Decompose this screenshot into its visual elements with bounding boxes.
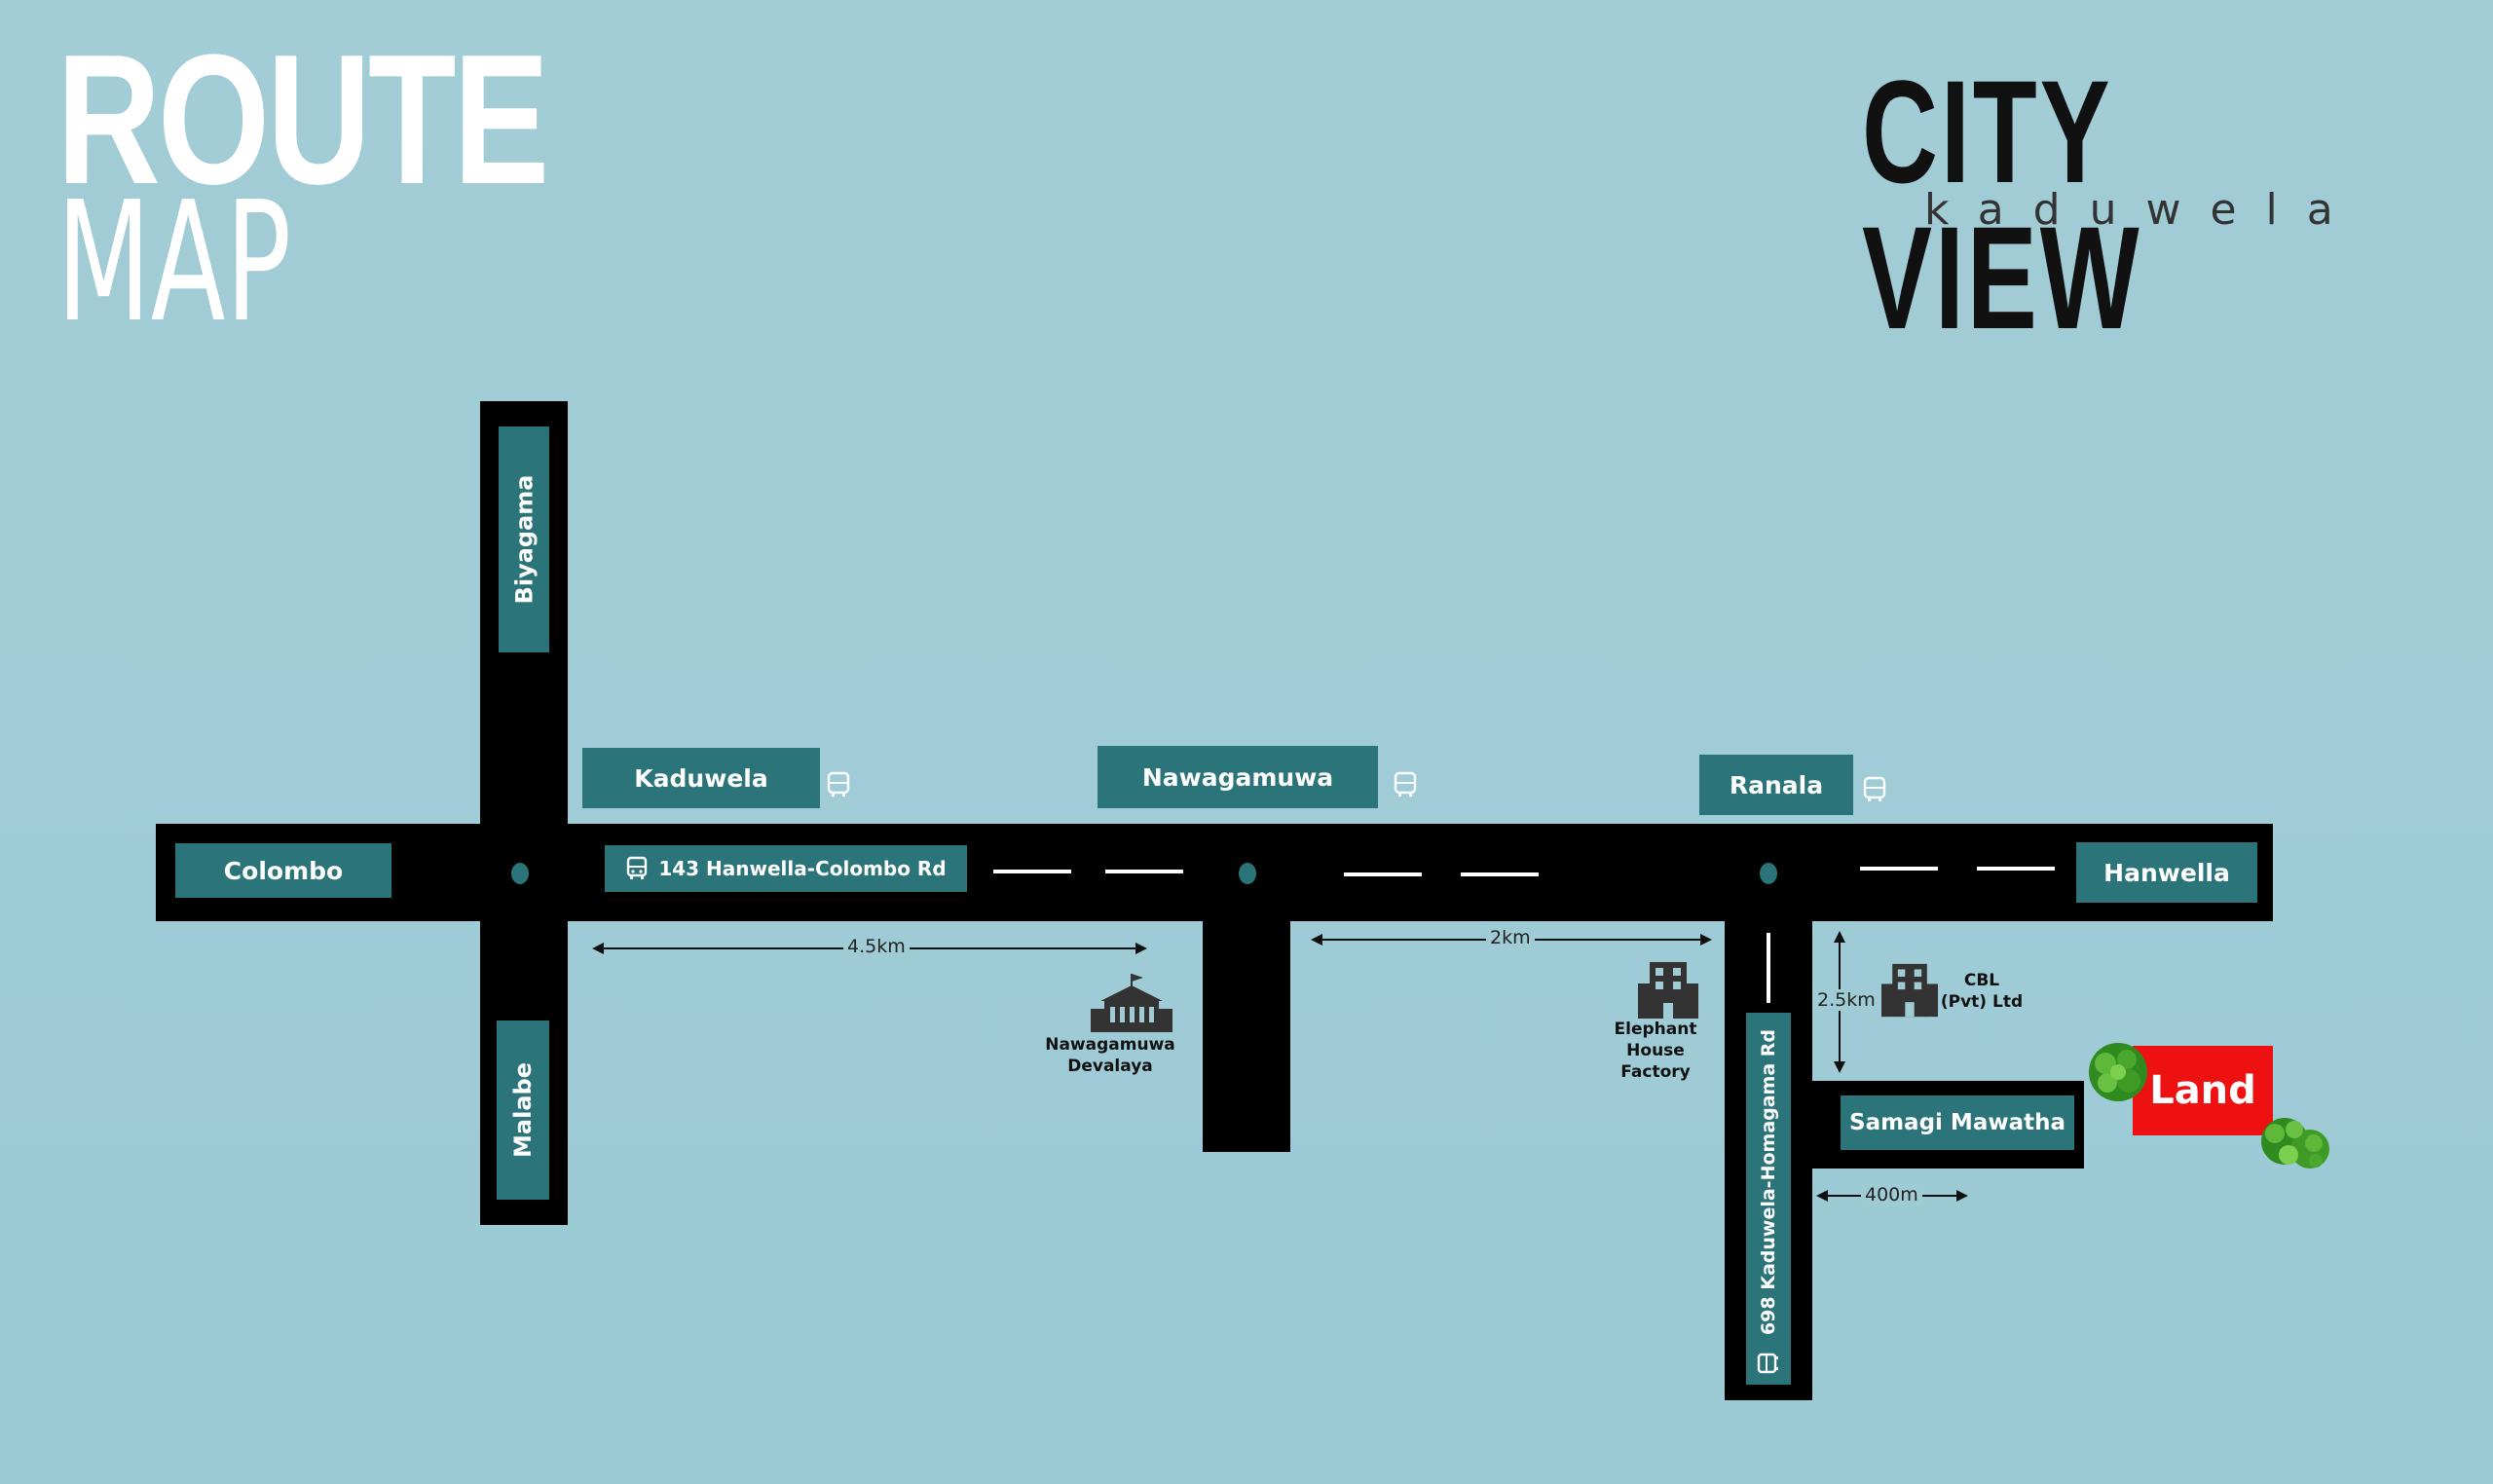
- poi-elephant-line2: House: [1626, 1041, 1685, 1060]
- lane-dash: [1767, 933, 1770, 1003]
- poi-devalaya-line1: Nawagamuwa: [1045, 1035, 1175, 1055]
- junction-node: [1760, 863, 1777, 884]
- side-route-text: 698 Kaduwela-Homagama Rd: [1758, 1028, 1780, 1336]
- poi-elephant-line1: Elephant: [1614, 1020, 1697, 1039]
- poi-devalaya: Nawagamuwa Devalaya: [1032, 1034, 1188, 1077]
- label-ranala: Ranala: [1699, 755, 1853, 815]
- label-samagi-mawatha: Samagi Mawatha: [1841, 1095, 2074, 1150]
- distance-label-4-5km: 4.5km: [843, 936, 910, 957]
- poi-devalaya-line2: Devalaya: [1067, 1057, 1153, 1076]
- cbl-building-icon: [1881, 963, 1938, 1018]
- lane-dash: [1105, 870, 1183, 873]
- tree-icon: [2261, 1118, 2329, 1169]
- brand-name: CITY VIEW: [1862, 50, 2142, 359]
- bus-stop-icon: [827, 771, 850, 797]
- label-biyagama-text: Biyagama: [510, 474, 538, 605]
- distance-label-2km: 2km: [1486, 927, 1535, 948]
- tree-icon: [2089, 1043, 2147, 1101]
- main-route-text: 143 Hanwella-Colombo Rd: [658, 857, 947, 880]
- route-title: ROUTE: [56, 17, 549, 223]
- lane-dash: [993, 870, 1071, 873]
- label-biyagama: Biyagama: [499, 427, 549, 652]
- label-side-route: 698 Kaduwela-Homagama Rd: [1746, 1013, 1791, 1385]
- lane-dash: [1977, 867, 2055, 871]
- label-nawagamuwa: Nawagamuwa: [1098, 746, 1378, 808]
- map-title: MAP: [56, 167, 292, 359]
- distance-label-400m: 400m: [1861, 1184, 1922, 1206]
- junction-node: [1239, 863, 1256, 884]
- label-main-route: 143 Hanwella-Colombo Rd: [605, 845, 967, 892]
- road-main: [156, 824, 2273, 921]
- brand-subtitle: kaduwela: [1924, 185, 2363, 235]
- distance-label-2-5km: 2.5km: [1813, 989, 1879, 1011]
- bus-stop-icon: [1863, 776, 1886, 801]
- label-malabe: Malabe: [497, 1020, 549, 1200]
- bus-stop-icon: [1394, 771, 1417, 797]
- factory-building-icon: [1638, 962, 1698, 1019]
- road-nawagamuwa-branch: [1203, 915, 1290, 1152]
- label-colombo: Colombo: [175, 843, 391, 898]
- poi-cbl-line2: (Pvt) Ltd: [1940, 992, 2024, 1012]
- junction-node: [511, 863, 529, 884]
- label-hanwella: Hanwella: [2076, 842, 2257, 903]
- temple-icon: [1091, 974, 1172, 1032]
- lane-dash: [1860, 867, 1938, 871]
- lane-dash: [1461, 872, 1539, 876]
- lane-dash: [1344, 872, 1422, 876]
- bus-icon: [627, 856, 648, 879]
- bus-icon: [1757, 1353, 1778, 1374]
- poi-elephant-house: Elephant House Factory: [1597, 1019, 1714, 1083]
- label-kaduwela: Kaduwela: [582, 748, 820, 808]
- land-marker: Land: [2133, 1046, 2273, 1135]
- poi-cbl: CBL (Pvt) Ltd: [1938, 970, 2026, 1013]
- poi-elephant-line3: Factory: [1620, 1062, 1691, 1082]
- label-malabe-text: Malabe: [509, 1062, 537, 1158]
- poi-cbl-line1: CBL: [1963, 971, 2000, 990]
